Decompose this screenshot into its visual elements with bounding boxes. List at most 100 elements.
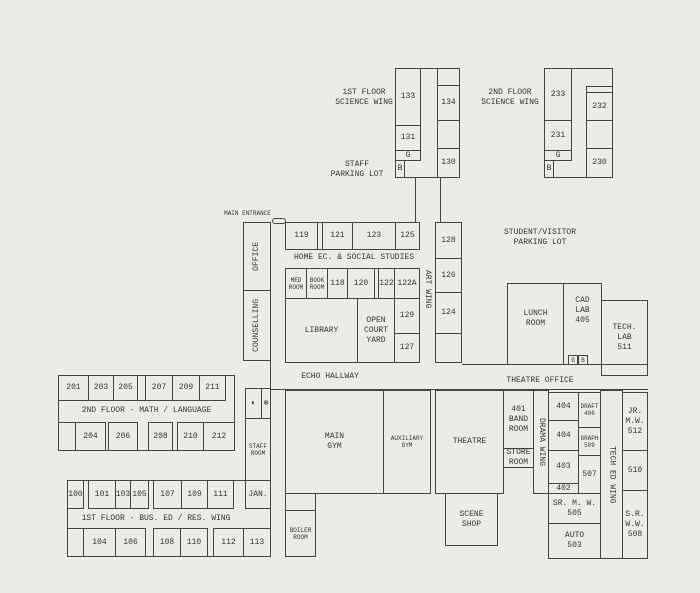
room-118: 118 bbox=[327, 268, 348, 299]
corridor-wall bbox=[270, 222, 271, 482]
room-109: 109 bbox=[181, 480, 208, 509]
main-entrance-door[interactable] bbox=[272, 218, 286, 224]
room-404-b: 404 bbox=[548, 420, 579, 451]
drama-wing: DRAMA WING bbox=[533, 390, 549, 494]
room-blank bbox=[437, 120, 460, 149]
room-119: 119 bbox=[285, 222, 318, 250]
room-108: 108 bbox=[153, 528, 181, 557]
boiler-room: BOILER ROOM bbox=[285, 510, 316, 557]
tech-ed-wing-label: TECH ED WING bbox=[607, 445, 617, 504]
room-122a: 122A bbox=[394, 268, 420, 299]
med-room: MED ROOM bbox=[285, 268, 307, 299]
room-404-a: 404 bbox=[548, 392, 579, 421]
room-b-2: B bbox=[544, 160, 554, 178]
room-126: 126 bbox=[435, 258, 462, 293]
sr-wood-work-508: S.R. W.W. 508 bbox=[622, 490, 648, 559]
room-123: 123 bbox=[352, 222, 396, 250]
sr-metal-work-505: SR. M. W. 505 bbox=[548, 493, 601, 524]
science-wing-2-label: 2ND FLOOR SCIENCE WING bbox=[481, 88, 539, 107]
room-134: 134 bbox=[437, 85, 460, 121]
main-entrance-label: MAIN ENTRANCE bbox=[224, 210, 271, 217]
room-231: 231 bbox=[544, 120, 572, 151]
graphics-509: GRAPH 509 bbox=[578, 427, 601, 456]
bus-ed-wing-label: 1ST FLOOR - BUS. ED / RES. WING bbox=[81, 514, 231, 523]
room-blank bbox=[58, 422, 76, 451]
room-g-3: G bbox=[568, 355, 578, 365]
room-204: 204 bbox=[75, 422, 106, 451]
office-label: OFFICE bbox=[252, 242, 261, 271]
counselling-label: COUNSELLING bbox=[252, 299, 261, 352]
room-206: 206 bbox=[108, 422, 138, 451]
room-b-1: B bbox=[395, 160, 405, 178]
science-wing-1-label: 1ST FLOOR SCIENCE WING bbox=[335, 88, 393, 107]
room-111: 111 bbox=[207, 480, 234, 509]
lunch-room-label: LUNCH ROOM bbox=[523, 309, 548, 328]
room-133: 133 bbox=[395, 68, 421, 126]
student-parking-lot-label: STUDENT/VISITOR PARKING LOT bbox=[503, 228, 576, 247]
walkway-line bbox=[440, 178, 441, 222]
room-510: 510 bbox=[622, 450, 648, 491]
room-110: 110 bbox=[180, 528, 208, 557]
math-wing-label: 2ND FLOOR - MATH / LANGUAGE bbox=[81, 406, 212, 415]
room-blank bbox=[285, 493, 316, 511]
room-103: 103 bbox=[115, 480, 131, 509]
room-106: 106 bbox=[115, 528, 146, 557]
staff-room: STAFF ROOM bbox=[245, 418, 271, 481]
staff-parking-lot-label: STAFF PARKING LOT bbox=[330, 160, 384, 179]
drama-wing-label: DRAMA WING bbox=[537, 417, 546, 466]
auto-503: AUTO 503 bbox=[548, 523, 601, 559]
auxiliary-gym: AUXILIARY GYM bbox=[383, 390, 431, 494]
home-ec-label: HOME EC. & SOCIAL STUDIES bbox=[293, 253, 415, 262]
room-507: 507 bbox=[578, 455, 601, 494]
drafting-406: DRAFT 406 bbox=[578, 392, 601, 428]
echo-hallway-label: ECHO HALLWAY bbox=[301, 372, 359, 381]
band-room-401: 401 BAND ROOM bbox=[503, 390, 534, 449]
room-g-1: G bbox=[395, 150, 421, 161]
room-101: 101 bbox=[88, 480, 116, 509]
room-112: 112 bbox=[213, 528, 244, 557]
lunch-room: LUNCH ROOM bbox=[507, 283, 564, 365]
room-122: 122 bbox=[378, 268, 395, 299]
room-207: 207 bbox=[145, 375, 173, 401]
room-209: 209 bbox=[172, 375, 200, 401]
room-201: 201 bbox=[58, 375, 89, 401]
cad-lab-label: CAD LAB 405 bbox=[575, 296, 590, 325]
room-230: 230 bbox=[586, 148, 613, 178]
room-104: 104 bbox=[83, 528, 116, 557]
room-232: 232 bbox=[586, 92, 613, 121]
room-b-3: B bbox=[578, 355, 588, 365]
room-130: 130 bbox=[437, 148, 460, 178]
main-gym: MAIN GYM bbox=[285, 390, 384, 494]
room-100: 100 bbox=[67, 480, 84, 509]
room-107: 107 bbox=[153, 480, 182, 509]
room-blank bbox=[67, 528, 84, 557]
room-blank bbox=[586, 120, 613, 149]
room-403: 403 bbox=[548, 450, 579, 484]
room-blank bbox=[437, 68, 460, 86]
room-g-2: G bbox=[544, 150, 572, 161]
room-blank bbox=[435, 333, 462, 363]
room-210: 210 bbox=[177, 422, 204, 451]
office: OFFICE bbox=[243, 222, 271, 291]
room-127: 127 bbox=[394, 333, 420, 363]
hallway-wall bbox=[270, 389, 648, 390]
library: LIBRARY bbox=[285, 298, 358, 363]
room-124: 124 bbox=[435, 292, 462, 334]
open-court-yard: OPEN COURT YARD bbox=[357, 298, 395, 363]
store-room: STORE ROOM bbox=[503, 448, 534, 468]
room-233: 233 bbox=[544, 68, 572, 121]
room-128: 128 bbox=[435, 222, 462, 259]
walkway-line bbox=[415, 178, 416, 222]
counselling: COUNSELLING bbox=[243, 290, 271, 361]
theatre: THEATRE bbox=[435, 390, 504, 494]
room-120: 120 bbox=[347, 268, 375, 299]
stairs-icon: ◐ bbox=[245, 388, 262, 419]
theatre-office-label: THEATRE OFFICE bbox=[506, 376, 574, 385]
room-113: 113 bbox=[243, 528, 271, 557]
room-121: 121 bbox=[322, 222, 353, 250]
room-205: 205 bbox=[113, 375, 138, 401]
book-room: BOOK ROOM bbox=[306, 268, 328, 299]
room-129: 129 bbox=[394, 298, 420, 334]
art-wing-label: ART WING bbox=[423, 270, 432, 309]
tech-lab-511: TECH. LAB 511 bbox=[601, 300, 648, 376]
